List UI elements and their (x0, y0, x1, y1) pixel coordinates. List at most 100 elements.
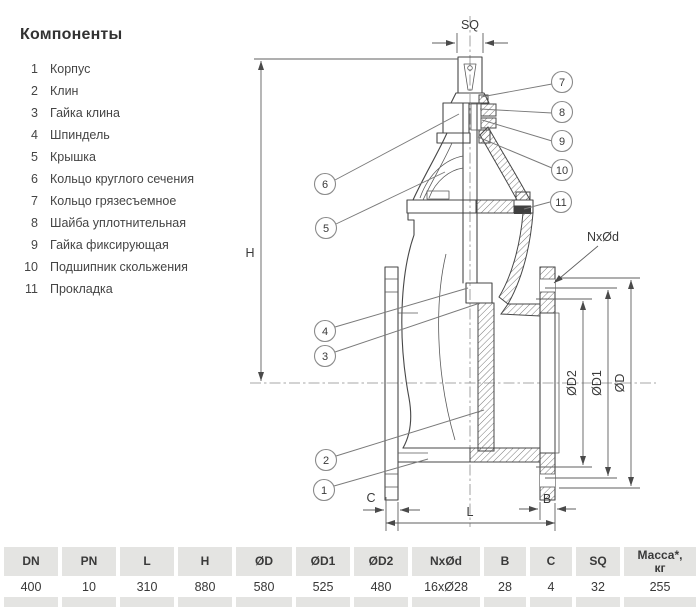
value-sq: 32 (576, 576, 620, 597)
component-item: 6 Кольцо круглого сечения (20, 168, 235, 190)
component-item: 3 Гайка клина (20, 102, 235, 124)
component-number: 8 (31, 216, 38, 230)
component-number: 11 (25, 282, 38, 296)
dim-od1: ØD1 (545, 287, 617, 479)
component-label: Крышка (50, 150, 96, 164)
body-shell (401, 212, 415, 449)
component-item: 5 Крышка (20, 146, 235, 168)
component-label: Шайба уплотнительная (50, 216, 186, 230)
callout-2: 2 (314, 448, 338, 472)
component-number: 3 (31, 106, 38, 120)
dim-label-od1: ØD1 (590, 370, 604, 396)
callout-10: 10 (550, 158, 574, 182)
dim-label-b: B (543, 492, 551, 506)
dim-h: H (245, 58, 458, 381)
dim-od2: ØD2 (536, 298, 592, 468)
wedge-outline (438, 253, 456, 441)
value-od1: 525 (296, 576, 350, 597)
value-od2: 480 (354, 576, 408, 597)
callout-7: 7 (550, 70, 574, 94)
value-b: 28 (484, 576, 526, 597)
value-h: 880 (178, 576, 232, 597)
component-item: 1 Корпус (20, 58, 235, 80)
callout-1: 1 (312, 478, 336, 502)
bolt-hole (540, 279, 555, 292)
col-header-l: L (120, 547, 174, 576)
value-mass: 255 (624, 576, 696, 597)
component-item: 7 Кольцо грязесъемное (20, 190, 235, 212)
component-label: Шпиндель (50, 128, 110, 142)
svg-text:3: 3 (322, 351, 328, 363)
svg-text:6: 6 (322, 179, 328, 191)
dim-label-h: H (245, 246, 254, 260)
dim-label-c: C (366, 491, 375, 505)
col-header-b: B (484, 547, 526, 576)
dim-sq: SQ (432, 18, 508, 53)
component-label: Кольцо круглого сечения (50, 172, 195, 186)
bonnet (412, 132, 448, 201)
callout-5: 5 (314, 216, 338, 240)
value-l: 310 (120, 576, 174, 597)
dim-nxod: NxØd (553, 230, 619, 284)
component-label: Корпус (50, 62, 91, 76)
col-header-nxod: NxØd (412, 547, 480, 576)
col-header-c: C (530, 547, 572, 576)
col-header-mass: Масса*, кг (624, 547, 696, 576)
valve-section-drawing: SQ H L C B ØD2 ØD1 ØD (245, 16, 656, 531)
value-c: 4 (530, 576, 572, 597)
component-label: Гайка клина (50, 106, 120, 120)
component-item: 11 Прокладка (20, 278, 235, 300)
components-title: Компоненты (20, 26, 123, 43)
col-header-od: ØD (236, 547, 292, 576)
dim-b: B (519, 492, 576, 520)
dim-label-od: ØD (613, 374, 627, 393)
col-header-dn: DN (4, 547, 58, 576)
fixing-nut (480, 117, 497, 129)
wiper-ring (478, 94, 489, 104)
component-number: 7 (31, 194, 38, 208)
dim-label-l: L (467, 505, 474, 519)
svg-text:8: 8 (559, 107, 565, 119)
component-number: 4 (31, 128, 38, 142)
component-item: 4 Шпиндель (20, 124, 235, 146)
gasket (514, 205, 531, 214)
component-number: 5 (31, 150, 38, 164)
dim-label-od2: ØD2 (565, 370, 579, 396)
svg-text:9: 9 (559, 136, 565, 148)
raised-face (554, 312, 560, 454)
wedge (477, 302, 495, 452)
col-header-od1: ØD1 (296, 547, 350, 576)
col-header-h: H (178, 547, 232, 576)
component-label: Подшипник скольжения (50, 260, 188, 274)
callout-11: 11 (549, 190, 573, 214)
centerlines (250, 16, 656, 527)
component-number: 2 (31, 84, 38, 98)
svg-text:10: 10 (556, 165, 568, 177)
component-label: Прокладка (50, 282, 113, 296)
svg-text:7: 7 (559, 77, 565, 89)
callout-6: 6 (313, 172, 337, 196)
component-number: 6 (31, 172, 38, 186)
bonnet-bolt (515, 191, 531, 201)
col-header-od2: ØD2 (354, 547, 408, 576)
dim-l: L (385, 497, 556, 531)
valve-body-outline (384, 56, 560, 501)
component-number: 1 (31, 62, 38, 76)
callout-9: 9 (550, 129, 574, 153)
value-od: 580 (236, 576, 292, 597)
value-pn: 10 (62, 576, 116, 597)
dim-label-nxod: NxØd (587, 230, 619, 244)
callout-3: 3 (313, 344, 337, 368)
dim-c: C (363, 491, 420, 531)
component-label: Гайка фиксирующая (50, 238, 169, 252)
svg-text:1: 1 (321, 485, 327, 497)
spec-header-row: DN PN L H ØD ØD1 ØD2 NxØd B C SQ Масса*,… (4, 547, 696, 576)
svg-text:2: 2 (323, 455, 329, 467)
callout-8: 8 (550, 100, 574, 124)
component-label: Кольцо грязесъемное (50, 194, 177, 208)
bolt-hole (540, 474, 555, 487)
